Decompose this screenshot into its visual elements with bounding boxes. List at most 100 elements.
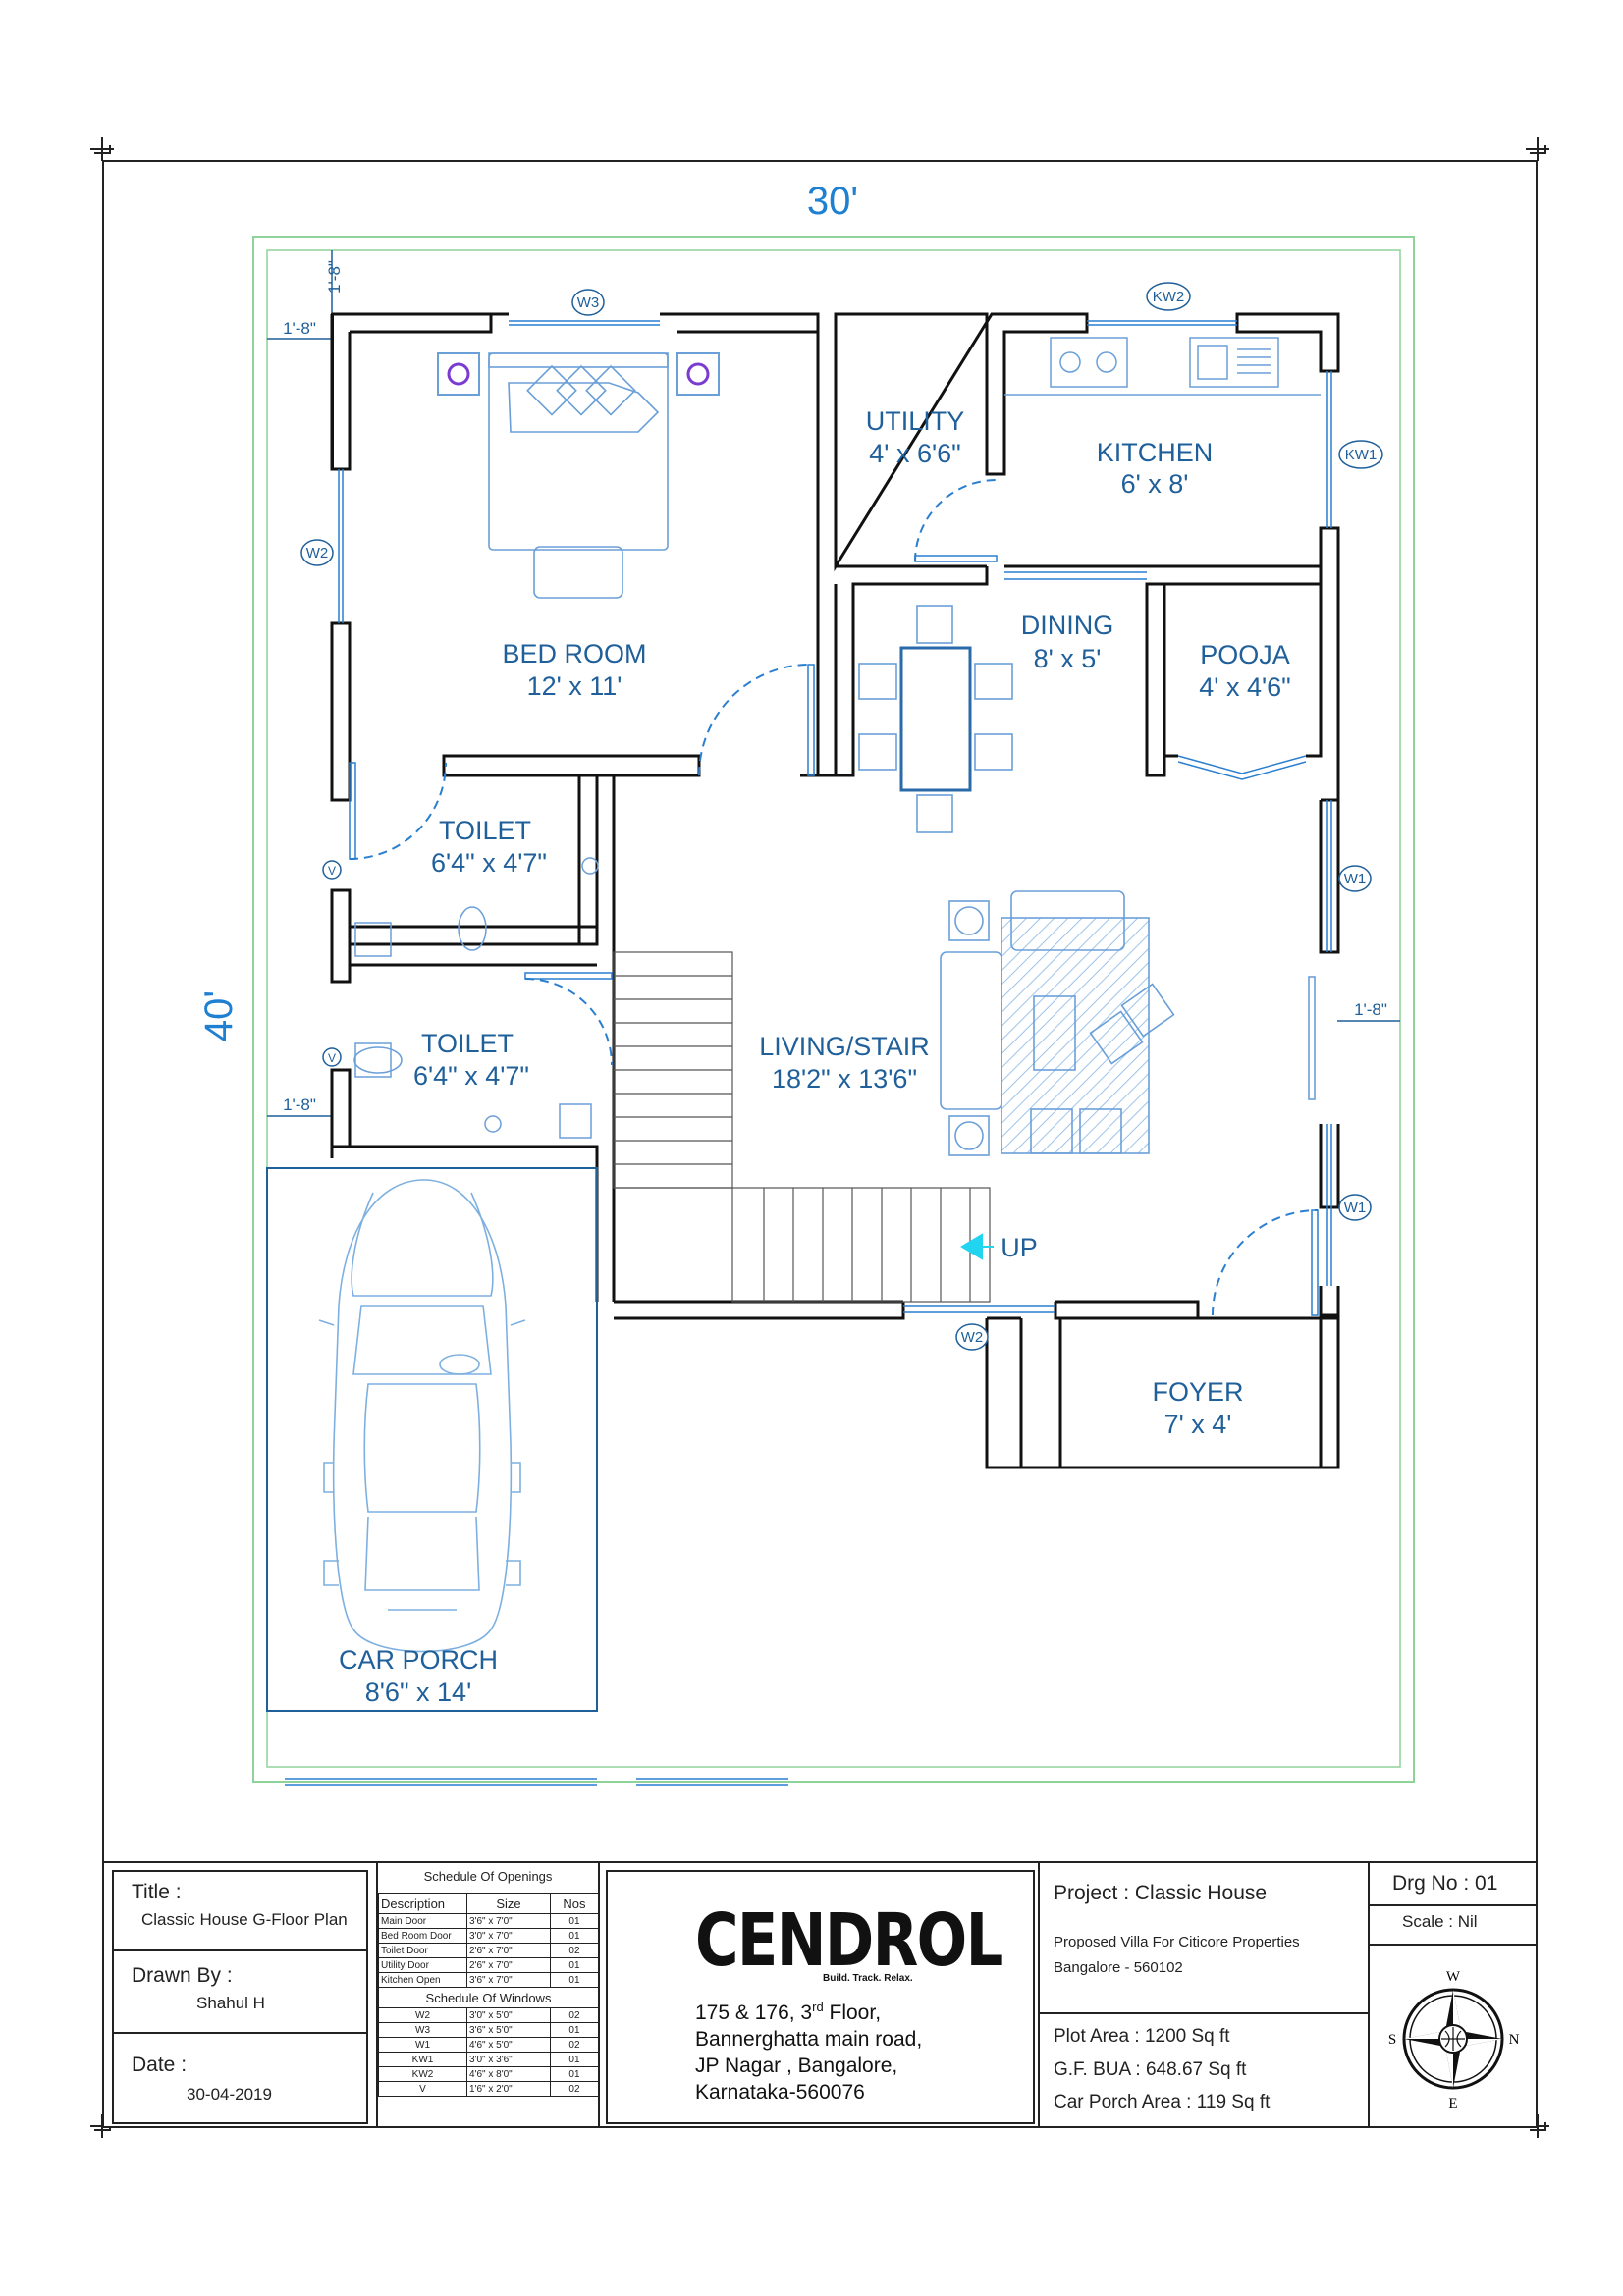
tag-w3: W3 bbox=[577, 294, 600, 311]
room-utility-size: 4' x 6'6" bbox=[869, 439, 960, 468]
setback-left-bottom-dim: 1'-8" bbox=[283, 1095, 316, 1114]
cell: Utility Door bbox=[378, 1957, 467, 1973]
cell: Toilet Door bbox=[378, 1943, 467, 1958]
tag-kw1: KW1 bbox=[1345, 447, 1378, 463]
address-line-3: JP Nagar , Bangalore, bbox=[695, 2055, 898, 2077]
plot-boundary bbox=[252, 236, 1415, 1783]
up-arrow-icon bbox=[960, 1233, 994, 1260]
room-living-size: 18'2" x 13'6" bbox=[772, 1064, 917, 1094]
cell: 4'6" x 8'0" bbox=[466, 2066, 551, 2082]
plot-boundary-inner bbox=[266, 249, 1401, 1768]
project-box bbox=[1038, 1861, 1370, 2128]
door-swings bbox=[349, 479, 1319, 1316]
cell: 3'6" x 7'0" bbox=[466, 1913, 551, 1929]
room-foyer-size: 7' x 4' bbox=[1164, 1410, 1232, 1439]
cell: 01 bbox=[549, 2052, 600, 2067]
cell: 01 bbox=[549, 1957, 600, 1973]
car-icon bbox=[318, 1179, 526, 1653]
address-line-4: Karnataka-560076 bbox=[695, 2081, 865, 2104]
room-bedroom-name: BED ROOM bbox=[502, 639, 646, 668]
cell: 02 bbox=[549, 2037, 600, 2053]
room-kitchen-name: KITCHEN bbox=[1097, 438, 1214, 467]
room-dining-name: DINING bbox=[1021, 611, 1114, 640]
cell: 1'6" x 2'0" bbox=[466, 2081, 551, 2097]
staircase bbox=[613, 951, 991, 1303]
cell: Kitchen Open bbox=[378, 1972, 467, 1988]
cell: 2'6" x 7'0" bbox=[466, 1957, 551, 1973]
door-leaves bbox=[349, 555, 1319, 1316]
title-block bbox=[102, 1861, 1538, 2128]
drawn-value: Shahul H bbox=[196, 1994, 265, 2012]
cell: 3'0" x 5'0" bbox=[466, 2007, 551, 2023]
tag-w2-left: W2 bbox=[306, 545, 329, 561]
depth-dimension: 40' bbox=[197, 990, 241, 1041]
date-value: 30-04-2019 bbox=[187, 2085, 272, 2104]
project-desc-2: Bangalore - 560102 bbox=[1054, 1959, 1183, 1976]
tag-w2-bottom: W2 bbox=[961, 1329, 984, 1346]
tag-kw2: KW2 bbox=[1153, 289, 1185, 305]
date-label: Date : bbox=[132, 2054, 188, 2076]
room-utility-name: UTILITY bbox=[866, 406, 965, 436]
compass-north: N bbox=[1509, 2032, 1520, 2048]
schedule-box bbox=[376, 1861, 600, 2128]
cell: W1 bbox=[378, 2037, 467, 2053]
cell: 3'6" x 5'0" bbox=[466, 2022, 551, 2038]
address-line-1-end: Floor, bbox=[823, 2002, 882, 2024]
openings-header-nos: Nos bbox=[549, 1893, 600, 1914]
cell: KW2 bbox=[378, 2066, 467, 2082]
scale-box bbox=[1368, 1904, 1538, 1946]
room-pooja-name: POOJA bbox=[1200, 640, 1290, 669]
cell: V bbox=[378, 2081, 467, 2097]
room-living-name: LIVING/STAIR bbox=[759, 1032, 930, 1061]
project-desc-1: Proposed Villa For Citicore Properties bbox=[1054, 1934, 1300, 1950]
cell: W3 bbox=[378, 2022, 467, 2038]
scale-value: Scale : Nil bbox=[1402, 1912, 1478, 1931]
room-dining-size: 8' x 5' bbox=[1034, 644, 1102, 673]
sofa-set-icon bbox=[940, 890, 1316, 1156]
cell: 02 bbox=[549, 1943, 600, 1958]
drawing-number: Drg No : 01 bbox=[1392, 1872, 1498, 1895]
compass-icon: W N E S bbox=[1388, 1969, 1520, 2111]
gf-bua: G.F. BUA : 648.67 Sq ft bbox=[1054, 2059, 1247, 2080]
bed-icon bbox=[488, 352, 669, 599]
cell: 01 bbox=[549, 2066, 600, 2082]
address-superscript: rd bbox=[812, 2000, 824, 2014]
drawn-label: Drawn By : bbox=[132, 1964, 233, 1987]
cell: Main Door bbox=[378, 1913, 467, 1929]
plot-area: Plot Area : 1200 Sq ft bbox=[1054, 2026, 1230, 2047]
cell: 02 bbox=[549, 2007, 600, 2023]
cell: 01 bbox=[549, 1928, 600, 1944]
tag-v-lower: V bbox=[328, 1051, 336, 1065]
cell: W2 bbox=[378, 2007, 467, 2023]
setback-right-dim: 1'-8" bbox=[1354, 1000, 1387, 1019]
cell: 3'6" x 7'0" bbox=[466, 1972, 551, 1988]
company-address: 175 & 176, 3rd Floor, Bannerghatta main … bbox=[695, 1994, 922, 2106]
car-porch-outline bbox=[266, 1167, 598, 1712]
windows-glazing bbox=[285, 320, 1332, 1786]
setback-top-dim: 1'-8" bbox=[325, 260, 344, 294]
company-box bbox=[606, 1870, 1035, 2124]
compass-west: W bbox=[1446, 1969, 1461, 1985]
tag-v-upper: V bbox=[328, 864, 336, 878]
project-divider bbox=[1038, 2012, 1370, 2014]
drg-no-box bbox=[1368, 1861, 1538, 1906]
tag-w1-upper: W1 bbox=[1344, 871, 1367, 887]
cell: 01 bbox=[549, 2022, 600, 2038]
date-box bbox=[112, 2032, 368, 2124]
openings-header-size: Size bbox=[466, 1893, 551, 1914]
car-porch-area: Car Porch Area : 119 Sq ft bbox=[1054, 2092, 1271, 2112]
cell: 01 bbox=[549, 1913, 600, 1929]
address-line-1: 175 & 176, 3 bbox=[695, 2002, 813, 2024]
cell: 01 bbox=[549, 1972, 600, 1988]
title-label: Title : bbox=[132, 1881, 182, 1903]
